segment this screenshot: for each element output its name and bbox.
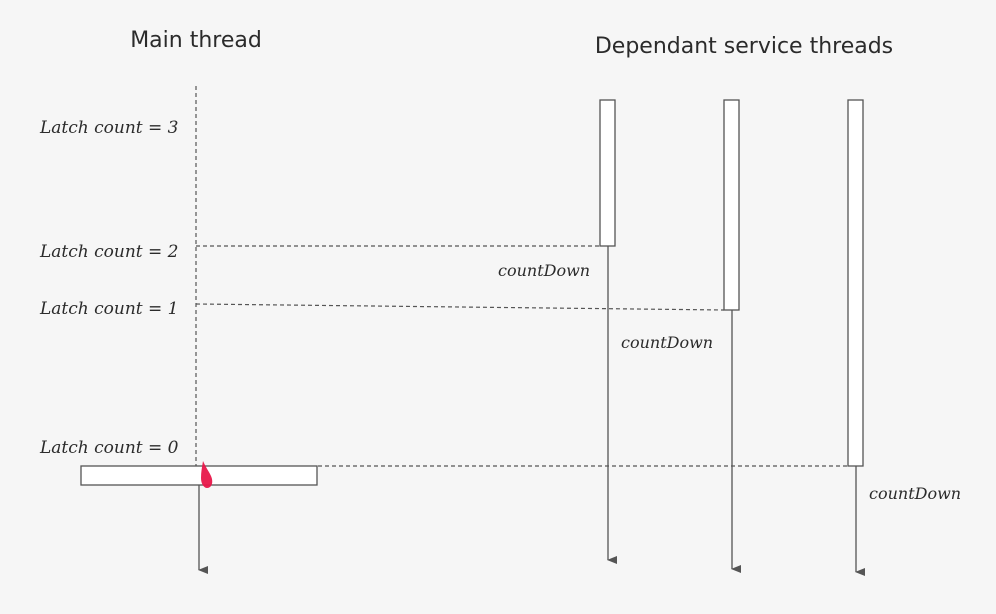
service-thread-activation-bar <box>599 99 616 247</box>
main-thread-heading: Main thread <box>130 28 262 53</box>
count-down-signal-line <box>195 303 725 311</box>
service-threads-heading: Dependant service threads <box>595 34 893 59</box>
count-down-label: countDown <box>498 261 590 280</box>
latch-count-label: Latch count = 2 <box>39 242 178 262</box>
main-thread-await-bar <box>80 465 318 486</box>
latch-count-label: Latch count = 1 <box>39 299 178 319</box>
latch-count-label: Latch count = 3 <box>39 118 178 138</box>
latch-count-label: Latch count = 0 <box>39 438 179 458</box>
count-down-label: countDown <box>869 484 961 503</box>
service-thread-activation-bar <box>723 99 740 311</box>
service-thread-activation-bar <box>847 99 864 467</box>
release-marker-icon <box>201 461 213 488</box>
count-down-label: countDown <box>621 333 713 352</box>
